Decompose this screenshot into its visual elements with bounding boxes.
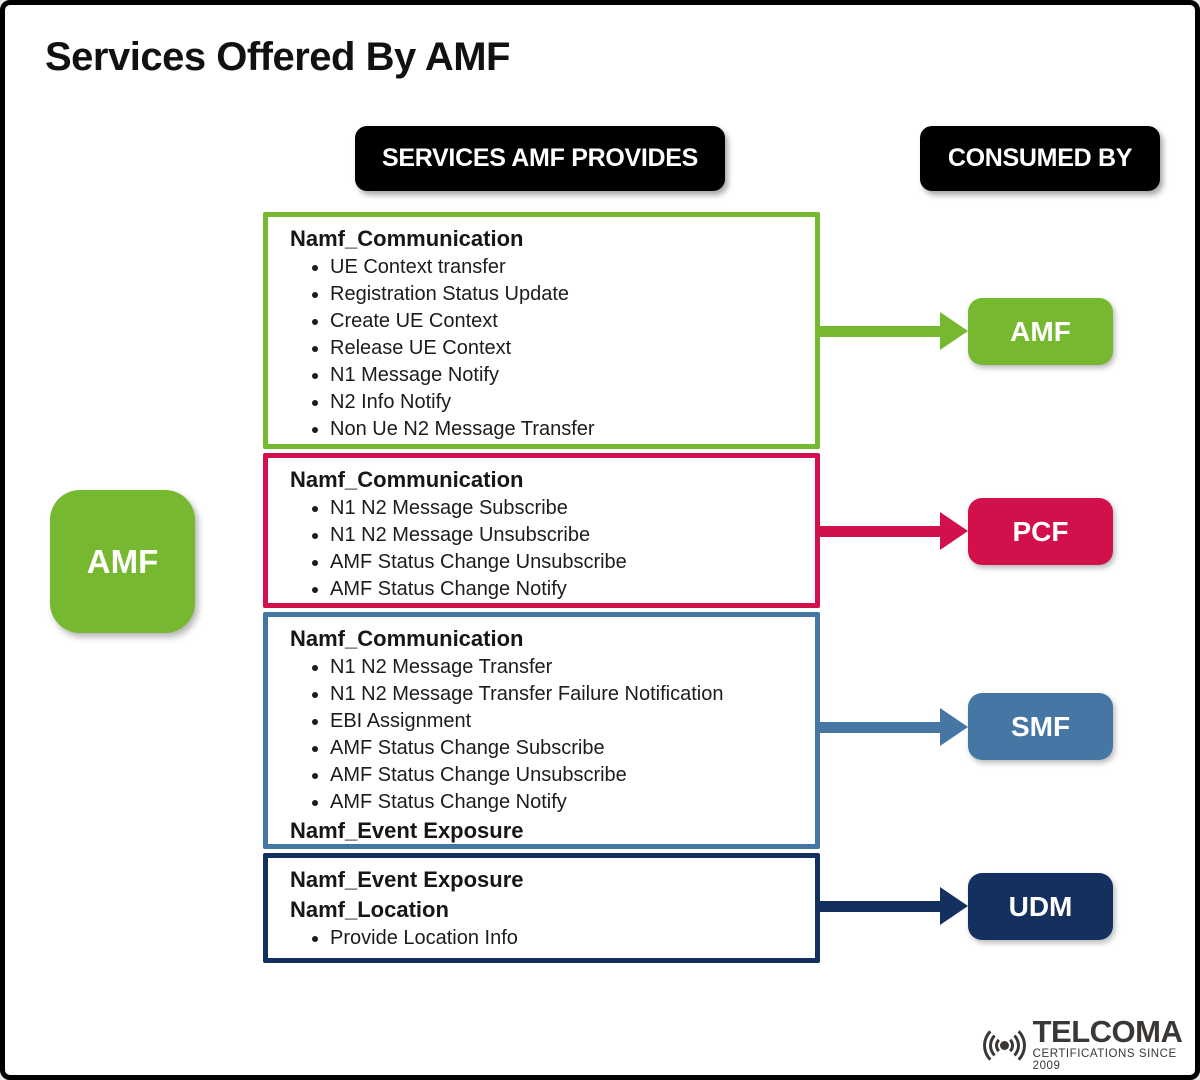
telcoma-logo: TELCOMA CERTIFICATIONS SINCE 2009 <box>975 1014 1195 1072</box>
service-heading: Namf_Event Exposure <box>290 867 524 892</box>
amf-source-node: AMF <box>50 490 195 633</box>
consumer-node-pcf: PCF <box>968 498 1113 565</box>
service-item: N1 N2 Message Unsubscribe <box>330 522 805 549</box>
service-item: UE Context transfer <box>330 254 805 281</box>
service-item-list: N1 N2 Message Subscribe N1 N2 Message Un… <box>290 495 805 603</box>
arrow-shaft <box>820 525 942 537</box>
logo-tagline: CERTIFICATIONS SINCE 2009 <box>1032 1048 1177 1072</box>
service-item: EBI Assignment <box>330 708 805 735</box>
logo-text: TELCOMA CERTIFICATIONS SINCE 2009 <box>1032 1014 1195 1072</box>
arrow-shaft <box>820 721 942 733</box>
service-box-communication-amf: Namf_Communication UE Context transfer R… <box>263 212 820 449</box>
service-item: Create UE Context <box>330 308 805 335</box>
arrow-to-udm <box>820 887 968 925</box>
service-item-list: N1 N2 Message Transfer N1 N2 Message Tra… <box>290 654 805 816</box>
consumer-node-udm: UDM <box>968 873 1113 940</box>
arrow-head-icon <box>940 887 968 925</box>
radio-waves-icon <box>975 1019 1029 1071</box>
service-box-communication-smf: Namf_Communication N1 N2 Message Transfe… <box>263 612 820 849</box>
service-item: AMF Status Change Unsubscribe <box>330 762 805 789</box>
arrow-to-amf <box>820 312 968 350</box>
service-heading: Namf_Communication <box>290 226 524 251</box>
service-item: Registration Status Update <box>330 281 805 308</box>
arrow-head-icon <box>940 512 968 550</box>
service-heading: Namf_Event Exposure <box>290 818 524 843</box>
arrow-shaft <box>820 900 942 912</box>
service-heading: Namf_Location <box>290 897 449 922</box>
arrow-to-smf <box>820 708 968 746</box>
service-heading: Namf_Communication <box>290 626 524 651</box>
consumer-node-smf: SMF <box>968 693 1113 760</box>
service-item: AMF Status Change Unsubscribe <box>330 549 805 576</box>
service-box-communication-pcf: Namf_Communication N1 N2 Message Subscri… <box>263 453 820 608</box>
header-consumed-by: CONSUMED BY <box>920 126 1160 191</box>
service-item-list: UE Context transfer Registration Status … <box>290 254 805 443</box>
service-item: N1 N2 Message Transfer <box>330 654 805 681</box>
arrow-to-pcf <box>820 512 968 550</box>
service-item: Provide Location Info <box>330 925 805 952</box>
service-item: AMF Status Change Notify <box>330 789 805 816</box>
service-item: Release UE Context <box>330 335 805 362</box>
page-title: Services Offered By AMF <box>45 35 510 79</box>
service-item: N1 N2 Message Subscribe <box>330 495 805 522</box>
arrow-head-icon <box>940 312 968 350</box>
header-services-amf-provides: SERVICES AMF PROVIDES <box>355 126 725 191</box>
consumer-node-amf: AMF <box>968 298 1113 365</box>
service-item: AMF Status Change Notify <box>330 576 805 603</box>
service-item: AMF Status Change Subscribe <box>330 735 805 762</box>
arrow-head-icon <box>940 708 968 746</box>
service-item: N1 Message Notify <box>330 362 805 389</box>
service-box-location-udm: Namf_Event Exposure Namf_Location Provid… <box>263 853 820 963</box>
service-item: N1 N2 Message Transfer Failure Notificat… <box>330 681 805 708</box>
service-item: N2 Info Notify <box>330 389 805 416</box>
arrow-shaft <box>820 325 942 337</box>
service-item: Non Ue N2 Message Transfer <box>330 416 805 443</box>
service-item-list: Provide Location Info <box>290 925 805 952</box>
service-heading: Namf_Communication <box>290 467 524 492</box>
logo-name: TELCOMA <box>1032 1014 1183 1049</box>
